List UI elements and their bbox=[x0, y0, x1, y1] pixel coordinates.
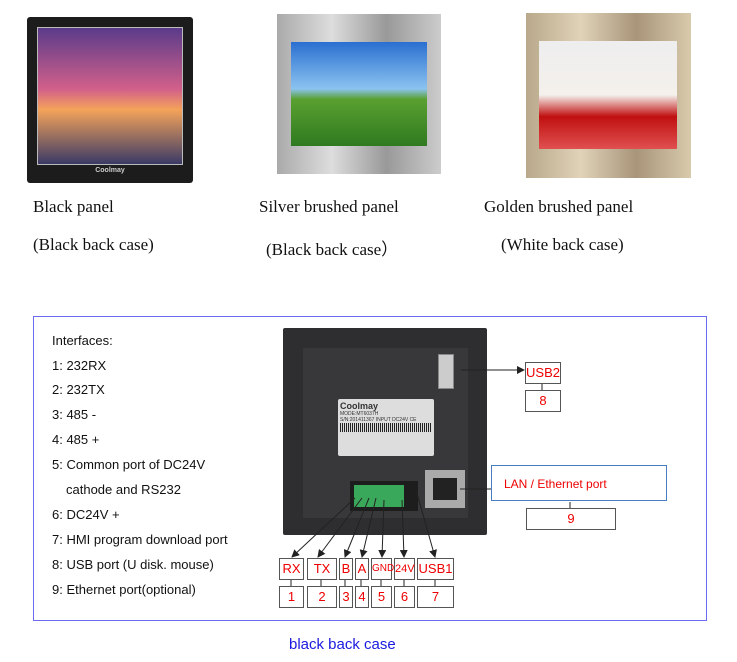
port-label-b: B bbox=[339, 558, 353, 580]
brand-logo: Coolmay bbox=[95, 167, 125, 174]
port-number: 1 bbox=[279, 586, 304, 608]
port-number: 3 bbox=[339, 586, 353, 608]
product-name: Black panel bbox=[33, 197, 114, 216]
interface-item: 5: Common port of DC24V bbox=[52, 457, 206, 472]
port-number: 5 bbox=[371, 586, 392, 608]
interface-item: 1: 232RX bbox=[52, 358, 107, 373]
port-label-rx: RX bbox=[279, 558, 304, 580]
black-panel-photo: Coolmay bbox=[27, 17, 193, 183]
interface-item: 6: DC24V + bbox=[52, 507, 120, 522]
device-label: Coolmay MODE:MT6037H S/N:201411367 INPUT… bbox=[338, 399, 434, 456]
interface-diagram-frame bbox=[33, 316, 707, 621]
interface-item: cathode and RS232 bbox=[66, 482, 181, 497]
usb2-number: 8 bbox=[525, 390, 561, 412]
silver-panel-photo bbox=[277, 14, 441, 174]
port-label-24v: 24V bbox=[394, 558, 415, 580]
interface-item: 4: 485 + bbox=[52, 432, 100, 447]
port-number: 2 bbox=[307, 586, 337, 608]
usb2-label: USB2 bbox=[525, 362, 561, 384]
golden-panel-photo bbox=[526, 13, 691, 178]
port-label-gnd: GND bbox=[371, 558, 394, 580]
product-name: Golden brushed panel bbox=[484, 197, 634, 216]
port-label-a: A bbox=[355, 558, 369, 580]
port-number: 4 bbox=[355, 586, 369, 608]
product-name: Silver brushed panel bbox=[259, 197, 399, 216]
product-case: (Black back case） bbox=[266, 240, 399, 259]
diagram-caption: black back case bbox=[289, 636, 396, 653]
lan-label: LAN / Ethernet port bbox=[491, 465, 667, 501]
product-case: (Black back case) bbox=[33, 235, 154, 254]
usb2-port bbox=[438, 354, 454, 389]
port-label-usb1: USB1 bbox=[417, 558, 454, 580]
device-back-case: Coolmay MODE:MT6037H S/N:201411367 INPUT… bbox=[283, 328, 487, 535]
product-case: (White back case) bbox=[501, 235, 624, 254]
port-number: 6 bbox=[394, 586, 415, 608]
interface-item: 3: 485 - bbox=[52, 407, 97, 422]
interfaces-title: Interfaces: bbox=[52, 333, 113, 348]
interface-item: 9: Ethernet port(optional) bbox=[52, 582, 196, 597]
interface-item: 2: 232TX bbox=[52, 382, 105, 397]
port-number: 7 bbox=[417, 586, 454, 608]
lan-number: 9 bbox=[526, 508, 616, 530]
port-label-tx: TX bbox=[307, 558, 337, 580]
ethernet-port bbox=[425, 470, 465, 508]
interface-item: 7: HMI program download port bbox=[52, 532, 228, 547]
interface-item: 8: USB port (U disk. mouse) bbox=[52, 557, 214, 572]
